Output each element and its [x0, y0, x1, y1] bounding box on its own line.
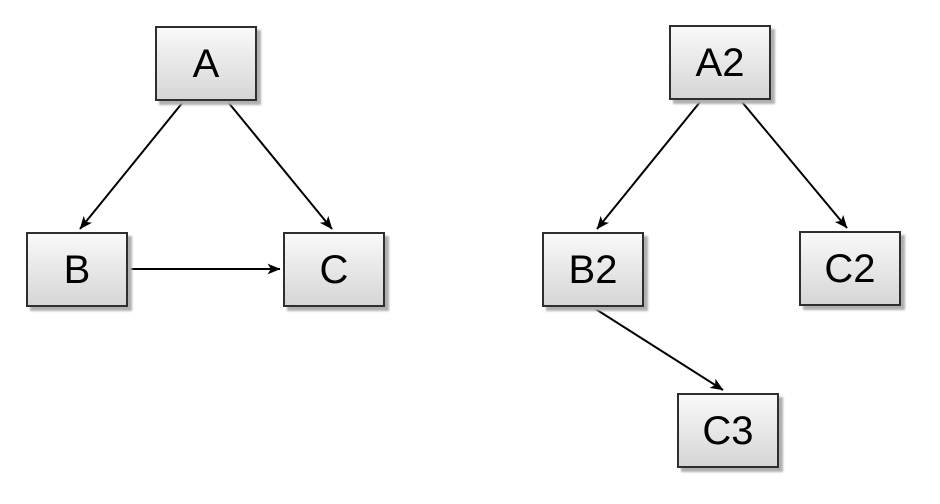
node-label: C — [319, 247, 349, 292]
node-A2[interactable]: A2 — [669, 25, 771, 100]
node-label: B — [63, 247, 91, 292]
node-B[interactable]: B — [26, 232, 128, 307]
node-label: C2 — [824, 246, 876, 291]
node-label: B2 — [568, 247, 618, 292]
node-C[interactable]: C — [283, 232, 385, 307]
node-C3[interactable]: C3 — [677, 393, 779, 468]
edge-B2-C3 — [593, 307, 724, 391]
node-B2[interactable]: B2 — [542, 232, 644, 307]
edge-A2-B2 — [596, 101, 701, 230]
node-C2[interactable]: C2 — [799, 231, 901, 306]
edge-A-C — [227, 101, 333, 230]
node-label: C3 — [702, 408, 754, 453]
edges-group — [79, 101, 848, 391]
edge-A2-C2 — [741, 101, 848, 229]
edge-A-B — [79, 101, 184, 230]
node-label: A — [192, 41, 220, 86]
node-A[interactable]: A — [155, 26, 257, 101]
node-label: A2 — [695, 40, 745, 85]
